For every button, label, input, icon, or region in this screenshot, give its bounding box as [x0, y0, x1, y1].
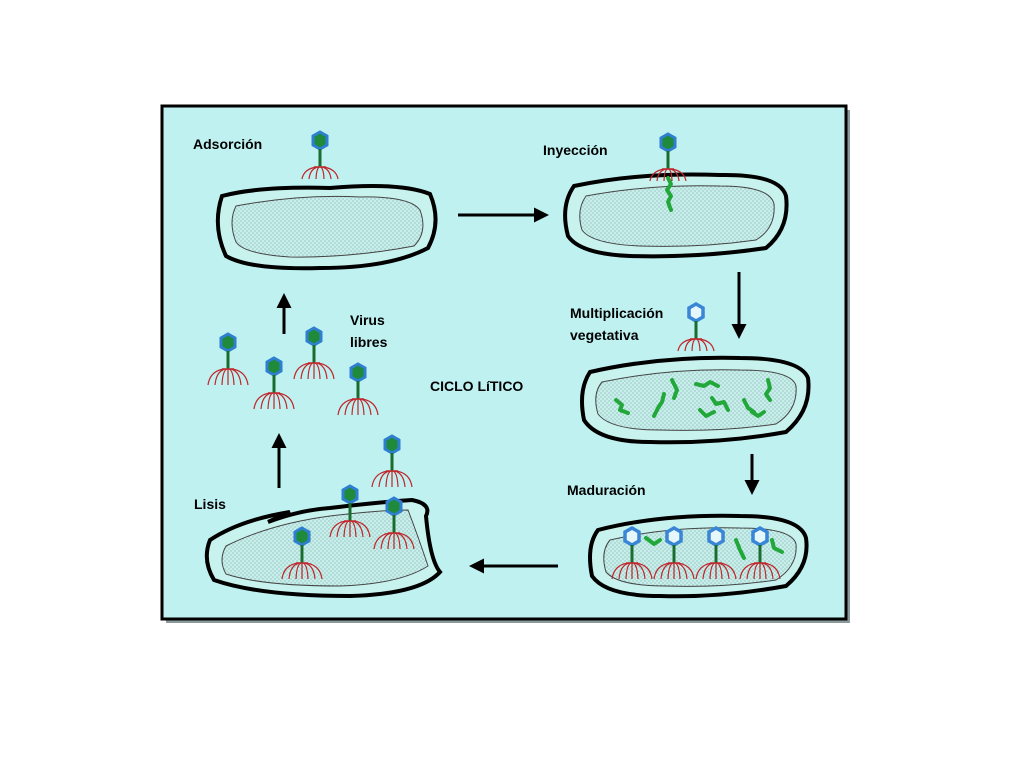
- bacteriophage-icon: [301, 130, 339, 180]
- cell-adsorcion: [215, 184, 438, 271]
- viral-dna-icon: [750, 410, 766, 418]
- viral-dna-icon: [670, 378, 679, 400]
- viral-dna-icon: [764, 378, 772, 402]
- viral-dna-icon: [652, 392, 666, 418]
- bacteriophage-icon: [611, 525, 653, 580]
- cell-inyeccion: [563, 172, 789, 259]
- viral-dna-icon: [644, 536, 662, 546]
- bacteriophage-icon: [695, 525, 737, 580]
- label-virus-line2: libres: [350, 334, 388, 350]
- viral-dna-icon: [734, 538, 746, 560]
- bacteriophage-icon: [373, 496, 415, 550]
- viral-dna-icon: [698, 408, 716, 418]
- viral-dna-icon: [665, 176, 673, 212]
- label-virus-line1: Virus: [350, 312, 385, 328]
- label-ciclo-litico: CICLO LíTICO: [430, 378, 524, 394]
- cell-lisis: [204, 497, 443, 599]
- label-adsorcion: Adsorción: [193, 136, 263, 152]
- viral-dna-icon: [694, 380, 720, 388]
- bacteriophage-icon: [653, 525, 695, 580]
- bacteriophage-icon: [293, 326, 335, 380]
- label-lisis: Lisis: [194, 496, 226, 512]
- bacteriophage-icon: [649, 132, 687, 182]
- bacteriophage-icon: [739, 525, 781, 580]
- phage-layer: [207, 130, 781, 580]
- bacteriophage-icon: [253, 356, 295, 410]
- label-multiplicacion-line2: vegetativa: [570, 327, 639, 343]
- viral-dna-icon: [710, 396, 730, 412]
- viral-dna-icon: [770, 538, 784, 554]
- viral-dna-icon: [614, 398, 630, 415]
- label-multiplicacion-line1: Multiplicación: [570, 305, 664, 321]
- bacteriophage-icon: [677, 301, 715, 352]
- bacteriophage-icon: [329, 484, 371, 538]
- bacteriophage-icon: [337, 362, 379, 416]
- viral-dna-layer: [614, 176, 784, 560]
- cell-multiplicacion: [580, 355, 811, 445]
- cell-maduracion: [588, 513, 809, 599]
- label-maduracion: Maduración: [567, 482, 646, 498]
- bacteriophage-icon: [207, 332, 249, 386]
- bacteriophage-icon: [371, 434, 413, 488]
- bacteriophage-icon: [281, 526, 323, 580]
- label-inyeccion: Inyección: [543, 142, 608, 158]
